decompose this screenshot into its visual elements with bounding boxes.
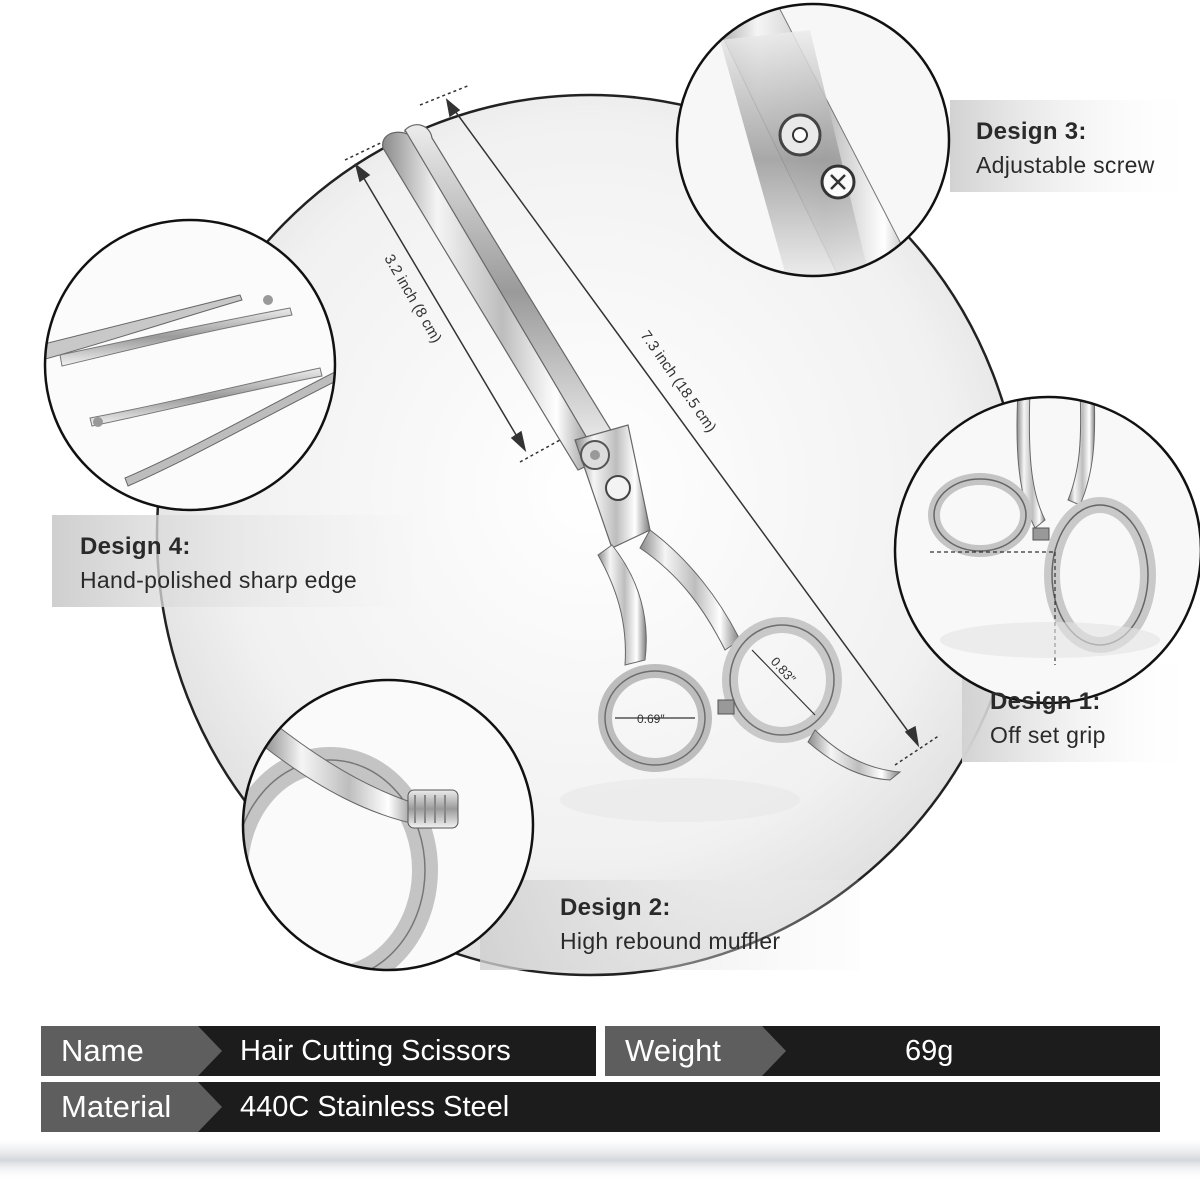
design-1-label: Design 1: Off set grip	[990, 688, 1106, 749]
spec-bars-bg	[41, 1026, 1160, 1132]
small-ring-label: 0.69″	[637, 712, 665, 726]
design-3-title: Design 3:	[976, 118, 1087, 145]
spec-name-value: Hair Cutting Scissors	[240, 1035, 511, 1067]
spec-name-label: Name	[61, 1033, 144, 1068]
spec-material-row: Material 440C Stainless Steel	[41, 1082, 1160, 1132]
main-scissors	[382, 124, 902, 822]
design-4-desc: Hand-polished sharp edge	[80, 567, 358, 593]
design-2-title: Design 2:	[560, 894, 671, 921]
design-1-title: Design 1:	[990, 688, 1101, 715]
design-2-banner	[480, 880, 860, 970]
design-4-title: Design 4:	[80, 533, 191, 560]
detail-circle-design-2	[241, 678, 535, 972]
dimension-lines	[344, 84, 941, 766]
detail-circle-design-1	[893, 395, 1200, 705]
spec-material-label: Material	[61, 1089, 172, 1124]
detail-circle-design-4	[43, 218, 337, 512]
spec-weight-label: Weight	[625, 1033, 721, 1068]
floor-shadow	[0, 1140, 1200, 1180]
silencer-bumper	[717, 699, 735, 715]
spec-weight-value: 69g	[905, 1035, 954, 1067]
design-1-desc: Off set grip	[990, 722, 1106, 748]
design-2-label: Design 2: High rebound muffler	[560, 894, 780, 955]
design-3-label: Design 3: Adjustable screw	[976, 118, 1155, 179]
design-3-banner	[950, 100, 1200, 192]
design-4-banner	[52, 515, 412, 607]
spec-name-row: Name Hair Cutting Scissors	[41, 1026, 596, 1076]
design-3-desc: Adjustable screw	[976, 152, 1155, 178]
spec-weight-row: Weight 69g	[605, 1026, 1160, 1076]
spec-material-value: 440C Stainless Steel	[240, 1091, 510, 1123]
design-4-label: Design 4: Hand-polished sharp edge	[80, 533, 357, 594]
brand-logo-icon	[605, 475, 631, 501]
detail-circle-design-3	[675, 2, 951, 278]
design-2-desc: High rebound muffler	[560, 928, 781, 954]
